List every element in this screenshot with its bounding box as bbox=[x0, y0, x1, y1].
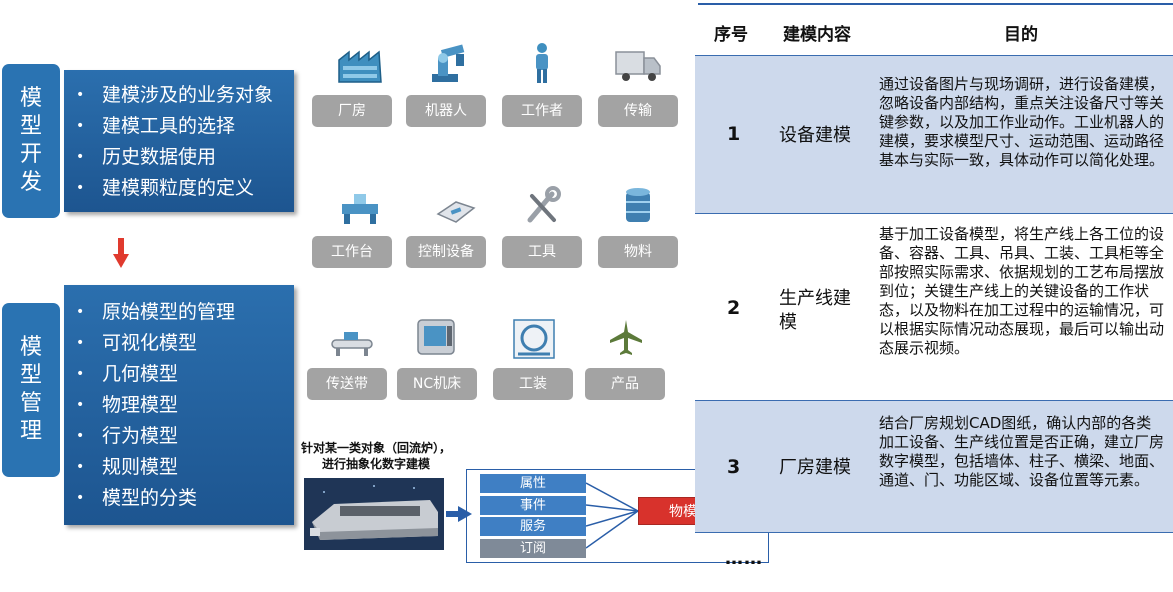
category-worker: 工作者 bbox=[502, 95, 582, 127]
reflow-oven-image bbox=[304, 478, 444, 550]
row-purpose: 结合厂房规划CAD图纸，确认内部的各类加工设备、生产线位置是否正确，建立厂房数字… bbox=[879, 414, 1165, 489]
table-row bbox=[695, 214, 1173, 400]
model-mgmt-list: 原始模型的管理 可视化模型 几何模型 物理模型 行为模型 规则模型 模型的分类 bbox=[64, 285, 294, 525]
nc-machine-icon bbox=[396, 316, 476, 358]
row-content: 生产线建模 bbox=[779, 288, 851, 333]
category-product: 产品 bbox=[585, 368, 665, 400]
connector-lines bbox=[586, 482, 639, 549]
row-divider bbox=[695, 213, 1173, 214]
airplane-icon bbox=[586, 316, 666, 358]
header-content: 建模内容 bbox=[783, 25, 851, 45]
workbench-icon bbox=[320, 184, 400, 226]
row-index: 3 bbox=[727, 456, 741, 478]
row-purpose: 基于加工设备模型，将生产线上各工位的设备、容器、工具、吊具、工装、工具柜等全部按… bbox=[879, 225, 1165, 357]
category-workbench: 工作台 bbox=[312, 236, 392, 268]
row-purpose: 通过设备图片与现场调研，进行设备建模，忽略设备内部结构，重点关注设备尺寸等关键参… bbox=[879, 75, 1165, 169]
right-arrow-icon bbox=[446, 506, 472, 522]
category-factory: 厂房 bbox=[312, 95, 392, 127]
header-index: 序号 bbox=[714, 25, 748, 45]
category-tools: 工具 bbox=[502, 236, 582, 268]
category-nc-machine: NC机床 bbox=[397, 368, 477, 400]
model-dev-tag: 模型开发 bbox=[2, 64, 60, 218]
category-transport: 传输 bbox=[598, 95, 678, 127]
row-index: 1 bbox=[727, 123, 741, 145]
controller-icon bbox=[416, 184, 496, 226]
abstract-caption: 针对某一类对象（回流炉）， 进行抽象化数字建模 bbox=[300, 441, 451, 471]
event-box: 事件 bbox=[480, 496, 586, 515]
category-conveyor: 传送带 bbox=[307, 368, 387, 400]
list-item: 历史数据使用 bbox=[64, 142, 294, 173]
category-controller: 控制设备 bbox=[406, 236, 486, 268]
list-item: 原始模型的管理 bbox=[64, 297, 294, 328]
list-item: 模型的分类 bbox=[64, 483, 294, 514]
fixture-icon bbox=[494, 318, 574, 360]
attribute-box: 属性 bbox=[480, 474, 586, 493]
list-item: 建模工具的选择 bbox=[64, 111, 294, 142]
list-item: 几何模型 bbox=[64, 359, 294, 390]
category-robot: 机器人 bbox=[406, 95, 486, 127]
list-item: 建模颗粒度的定义 bbox=[64, 173, 294, 204]
truck-icon bbox=[598, 42, 678, 84]
list-item: 可视化模型 bbox=[64, 328, 294, 359]
row-divider bbox=[695, 532, 1173, 533]
category-fixture: 工装 bbox=[493, 368, 573, 400]
more-indicator: …… bbox=[725, 548, 763, 569]
subscribe-box: 订阅 bbox=[480, 539, 586, 558]
robot-icon bbox=[406, 42, 486, 84]
table-row bbox=[695, 56, 1173, 213]
row-content: 设备建模 bbox=[779, 125, 851, 146]
list-item: 规则模型 bbox=[64, 452, 294, 483]
model-mgmt-tag: 模型管理 bbox=[2, 303, 60, 477]
tools-icon bbox=[502, 184, 582, 226]
table-top-border bbox=[698, 3, 1173, 5]
model-dev-list: 建模涉及的业务对象 建模工具的选择 历史数据使用 建模颗粒度的定义 bbox=[64, 70, 294, 212]
row-divider bbox=[695, 55, 1173, 56]
factory-icon bbox=[320, 42, 400, 84]
worker-icon bbox=[502, 42, 582, 84]
table-row bbox=[695, 401, 1173, 532]
list-item: 物理模型 bbox=[64, 390, 294, 421]
service-box: 服务 bbox=[480, 517, 586, 536]
header-purpose: 目的 bbox=[1004, 25, 1038, 45]
category-material: 物料 bbox=[598, 236, 678, 268]
material-icon bbox=[598, 184, 678, 226]
down-arrow-icon bbox=[113, 238, 129, 268]
list-item: 行为模型 bbox=[64, 421, 294, 452]
conveyor-icon bbox=[312, 316, 392, 358]
row-content: 厂房建模 bbox=[779, 457, 851, 478]
list-item: 建模涉及的业务对象 bbox=[64, 80, 294, 111]
row-index: 2 bbox=[727, 297, 741, 319]
row-divider bbox=[695, 400, 1173, 401]
